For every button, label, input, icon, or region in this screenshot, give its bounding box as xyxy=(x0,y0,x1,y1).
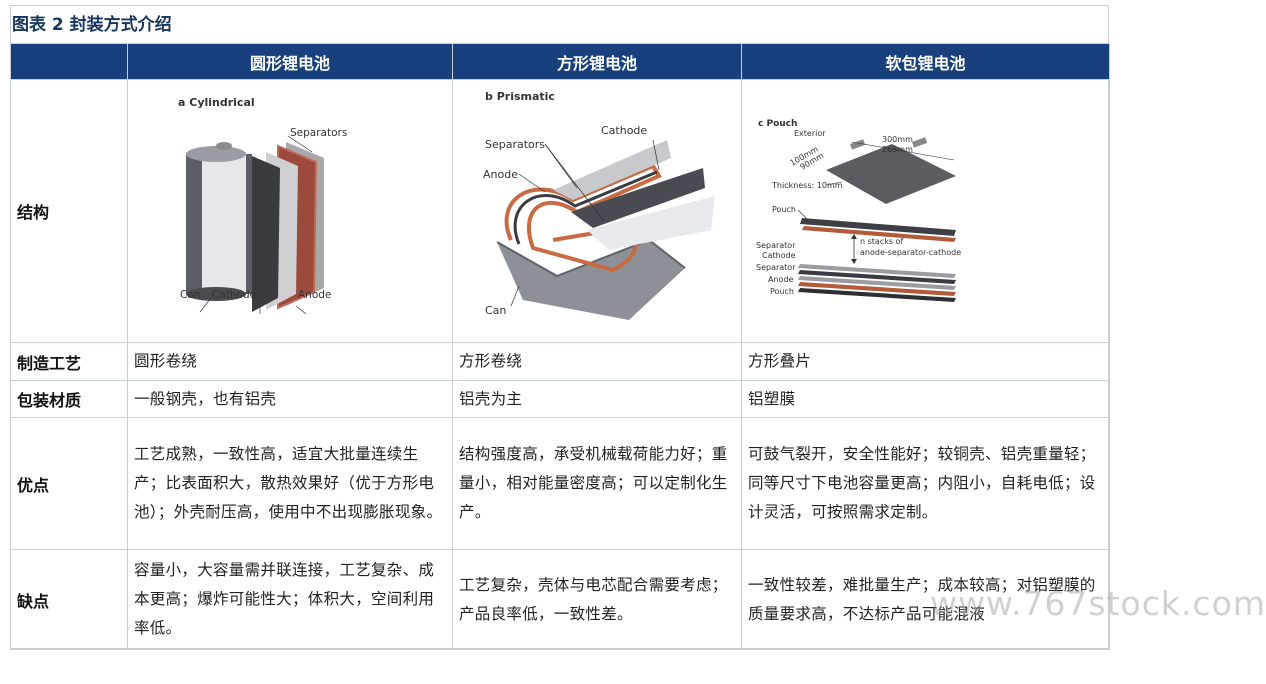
cyl-title: a Cylindrical xyxy=(178,96,255,109)
pri-title: b Prismatic xyxy=(485,90,555,103)
pouch-stack-top xyxy=(800,218,956,236)
material-cylindrical: 一般钢壳，也有铝壳 xyxy=(127,380,453,418)
pouch-label-separator2: Separator xyxy=(756,263,796,272)
cyl-cathode-shape xyxy=(252,156,280,312)
pros-prismatic: 结构强度高，承受机械载荷能力好；重量小，相对能量密度高；可以定制化生产。 xyxy=(452,417,742,550)
cyl-label-anode: Anode xyxy=(298,289,331,301)
pri-cathode-sheet xyxy=(571,168,705,228)
pouch-label-asc: anode-separator-cathode xyxy=(860,248,961,257)
pouch-label-anode: Anode xyxy=(768,275,794,284)
pros-row: 优点 工艺成熟，一致性高，适宜大批量连续生产；比表面积大，散热效果好（优于方形电… xyxy=(10,417,1110,550)
pouch-label-pouch-bottom: Pouch xyxy=(770,287,794,296)
cyl-label-cathode: Cathode xyxy=(212,289,256,301)
process-prismatic: 方形卷绕 xyxy=(452,342,742,381)
process-pouch: 方形叠片 xyxy=(741,342,1110,381)
pouch-label-separator1: Separator xyxy=(756,241,796,250)
process-row: 制造工艺 圆形卷绕 方形卷绕 方形叠片 xyxy=(10,342,1110,381)
pouch-label-cathode: Cathode xyxy=(762,251,796,260)
battery-packaging-table: 圆形锂电池 方形锂电池 软包锂电池 结构 a Cylindrical xyxy=(10,43,1110,650)
cyl-top xyxy=(186,146,246,162)
cylindrical-figure: a Cylindrical Separators Can Cat xyxy=(127,79,453,343)
cyl-label-separators: Separators xyxy=(290,127,347,139)
material-pouch: 铝塑膜 xyxy=(741,380,1110,418)
cyl-roll-shape xyxy=(202,152,246,296)
pri-label-can: Can xyxy=(485,304,506,317)
pri-label-separators: Separators xyxy=(485,138,545,151)
pri-label-anode: Anode xyxy=(483,168,518,181)
cons-row: 缺点 容量小，大容量需并联连接，工艺复杂、成本更高；爆炸可能性大；体积大，空间利… xyxy=(10,549,1110,650)
process-cylindrical: 圆形卷绕 xyxy=(127,342,453,381)
pri-separator-shape xyxy=(553,140,671,200)
cyl-terminal xyxy=(216,142,232,150)
cyl-bottom xyxy=(186,287,246,301)
pouch-label-thickness: Thickness: 10mm xyxy=(771,181,843,190)
header-empty xyxy=(10,43,128,80)
pouch-label-265: 265mm xyxy=(882,145,913,154)
pouch-label-300: 300mm xyxy=(882,135,913,144)
pouch-exterior-shape xyxy=(826,144,956,204)
cyl-label-can: Can xyxy=(180,289,200,301)
row-label-process: 制造工艺 xyxy=(10,342,128,381)
figure-title: 图表 2 封装方式介绍 xyxy=(12,15,172,35)
pouch-label-nstacks: n stacks of xyxy=(860,237,903,246)
cons-prismatic: 工艺复杂，壳体与电芯配合需要考虑；产品良率低，一致性差。 xyxy=(452,549,742,650)
prismatic-figure: b Prismatic Separators Cathode Anode xyxy=(452,79,742,343)
material-prismatic: 铝壳为主 xyxy=(452,380,742,418)
pouch-stack-bottom xyxy=(798,288,956,302)
pri-label-cathode: Cathode xyxy=(601,124,647,137)
header-cylindrical: 圆形锂电池 xyxy=(127,43,453,80)
row-label-cons: 缺点 xyxy=(10,549,128,650)
pouch-label-exterior: Exterior xyxy=(794,129,826,138)
pri-anode-shape xyxy=(504,163,662,273)
pros-cylindrical: 工艺成熟，一致性高，适宜大批量连续生产；比表面积大，散热效果好（优于方形电池）；… xyxy=(127,417,453,550)
pri-separator-sheet xyxy=(587,196,715,250)
pri-cathode-shape xyxy=(513,170,658,245)
pouch-figure: c Pouch 300mm 265mm 100mm 90mm Exterior … xyxy=(741,79,1110,343)
pros-pouch: 可鼓气裂开，安全性能好；较铜壳、铝壳重量轻；同等尺寸下电池容量更高；内阻小，自耗… xyxy=(741,417,1110,550)
header-pouch: 软包锂电池 xyxy=(741,43,1110,80)
row-label-structure: 结构 xyxy=(10,79,128,343)
material-row: 包装材质 一般钢壳，也有铝壳 铝壳为主 铝塑膜 xyxy=(10,380,1110,418)
row-label-material: 包装材质 xyxy=(10,380,128,418)
pri-can-shape xyxy=(497,240,685,320)
row-label-pros: 优点 xyxy=(10,417,128,550)
header-row: 圆形锂电池 方形锂电池 软包锂电池 xyxy=(10,43,1110,80)
pouch-title: c Pouch xyxy=(758,119,797,129)
structure-row: 结构 a Cylindrical Separators xyxy=(10,79,1110,343)
cons-pouch: 一致性较差，难批量生产；成本较高；对铝塑膜的质量要求高，不达标产品可能混液 xyxy=(741,549,1110,650)
pouch-label-pouch-top: Pouch xyxy=(772,205,796,214)
header-prismatic: 方形锂电池 xyxy=(452,43,742,80)
cons-cylindrical: 容量小，大容量需并联连接，工艺复杂、成本更高；爆炸可能性大；体积大，空间利用率低… xyxy=(127,549,453,650)
